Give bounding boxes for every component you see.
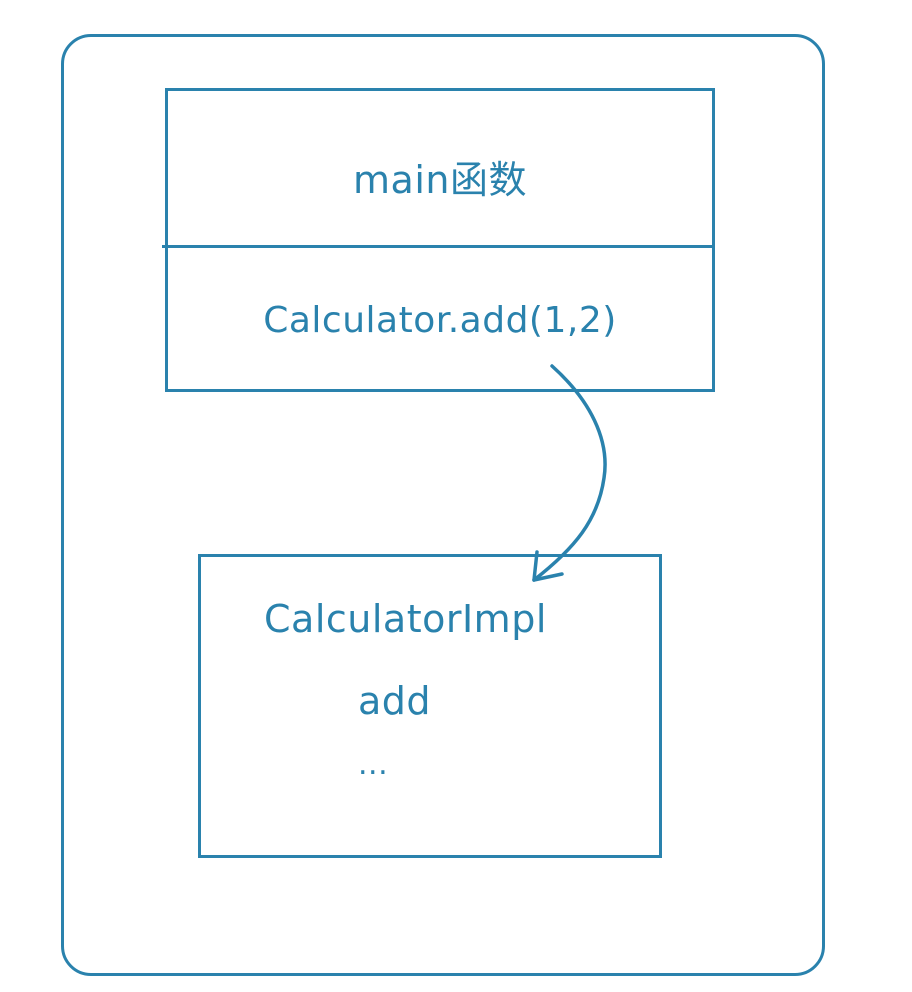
main-stack-frame: main函数 Calculator.add(1,2) bbox=[162, 88, 715, 392]
impl-class-name: CalculatorImpl bbox=[264, 597, 547, 641]
impl-ellipsis: ... bbox=[358, 747, 389, 782]
method-call-label: Calculator.add(1,2) bbox=[263, 300, 617, 341]
implementation-box: CalculatorImpl add ... bbox=[198, 554, 662, 858]
impl-method-name: add bbox=[358, 679, 432, 723]
stack-divider bbox=[162, 245, 715, 248]
main-function-label: main函数 bbox=[353, 158, 527, 202]
